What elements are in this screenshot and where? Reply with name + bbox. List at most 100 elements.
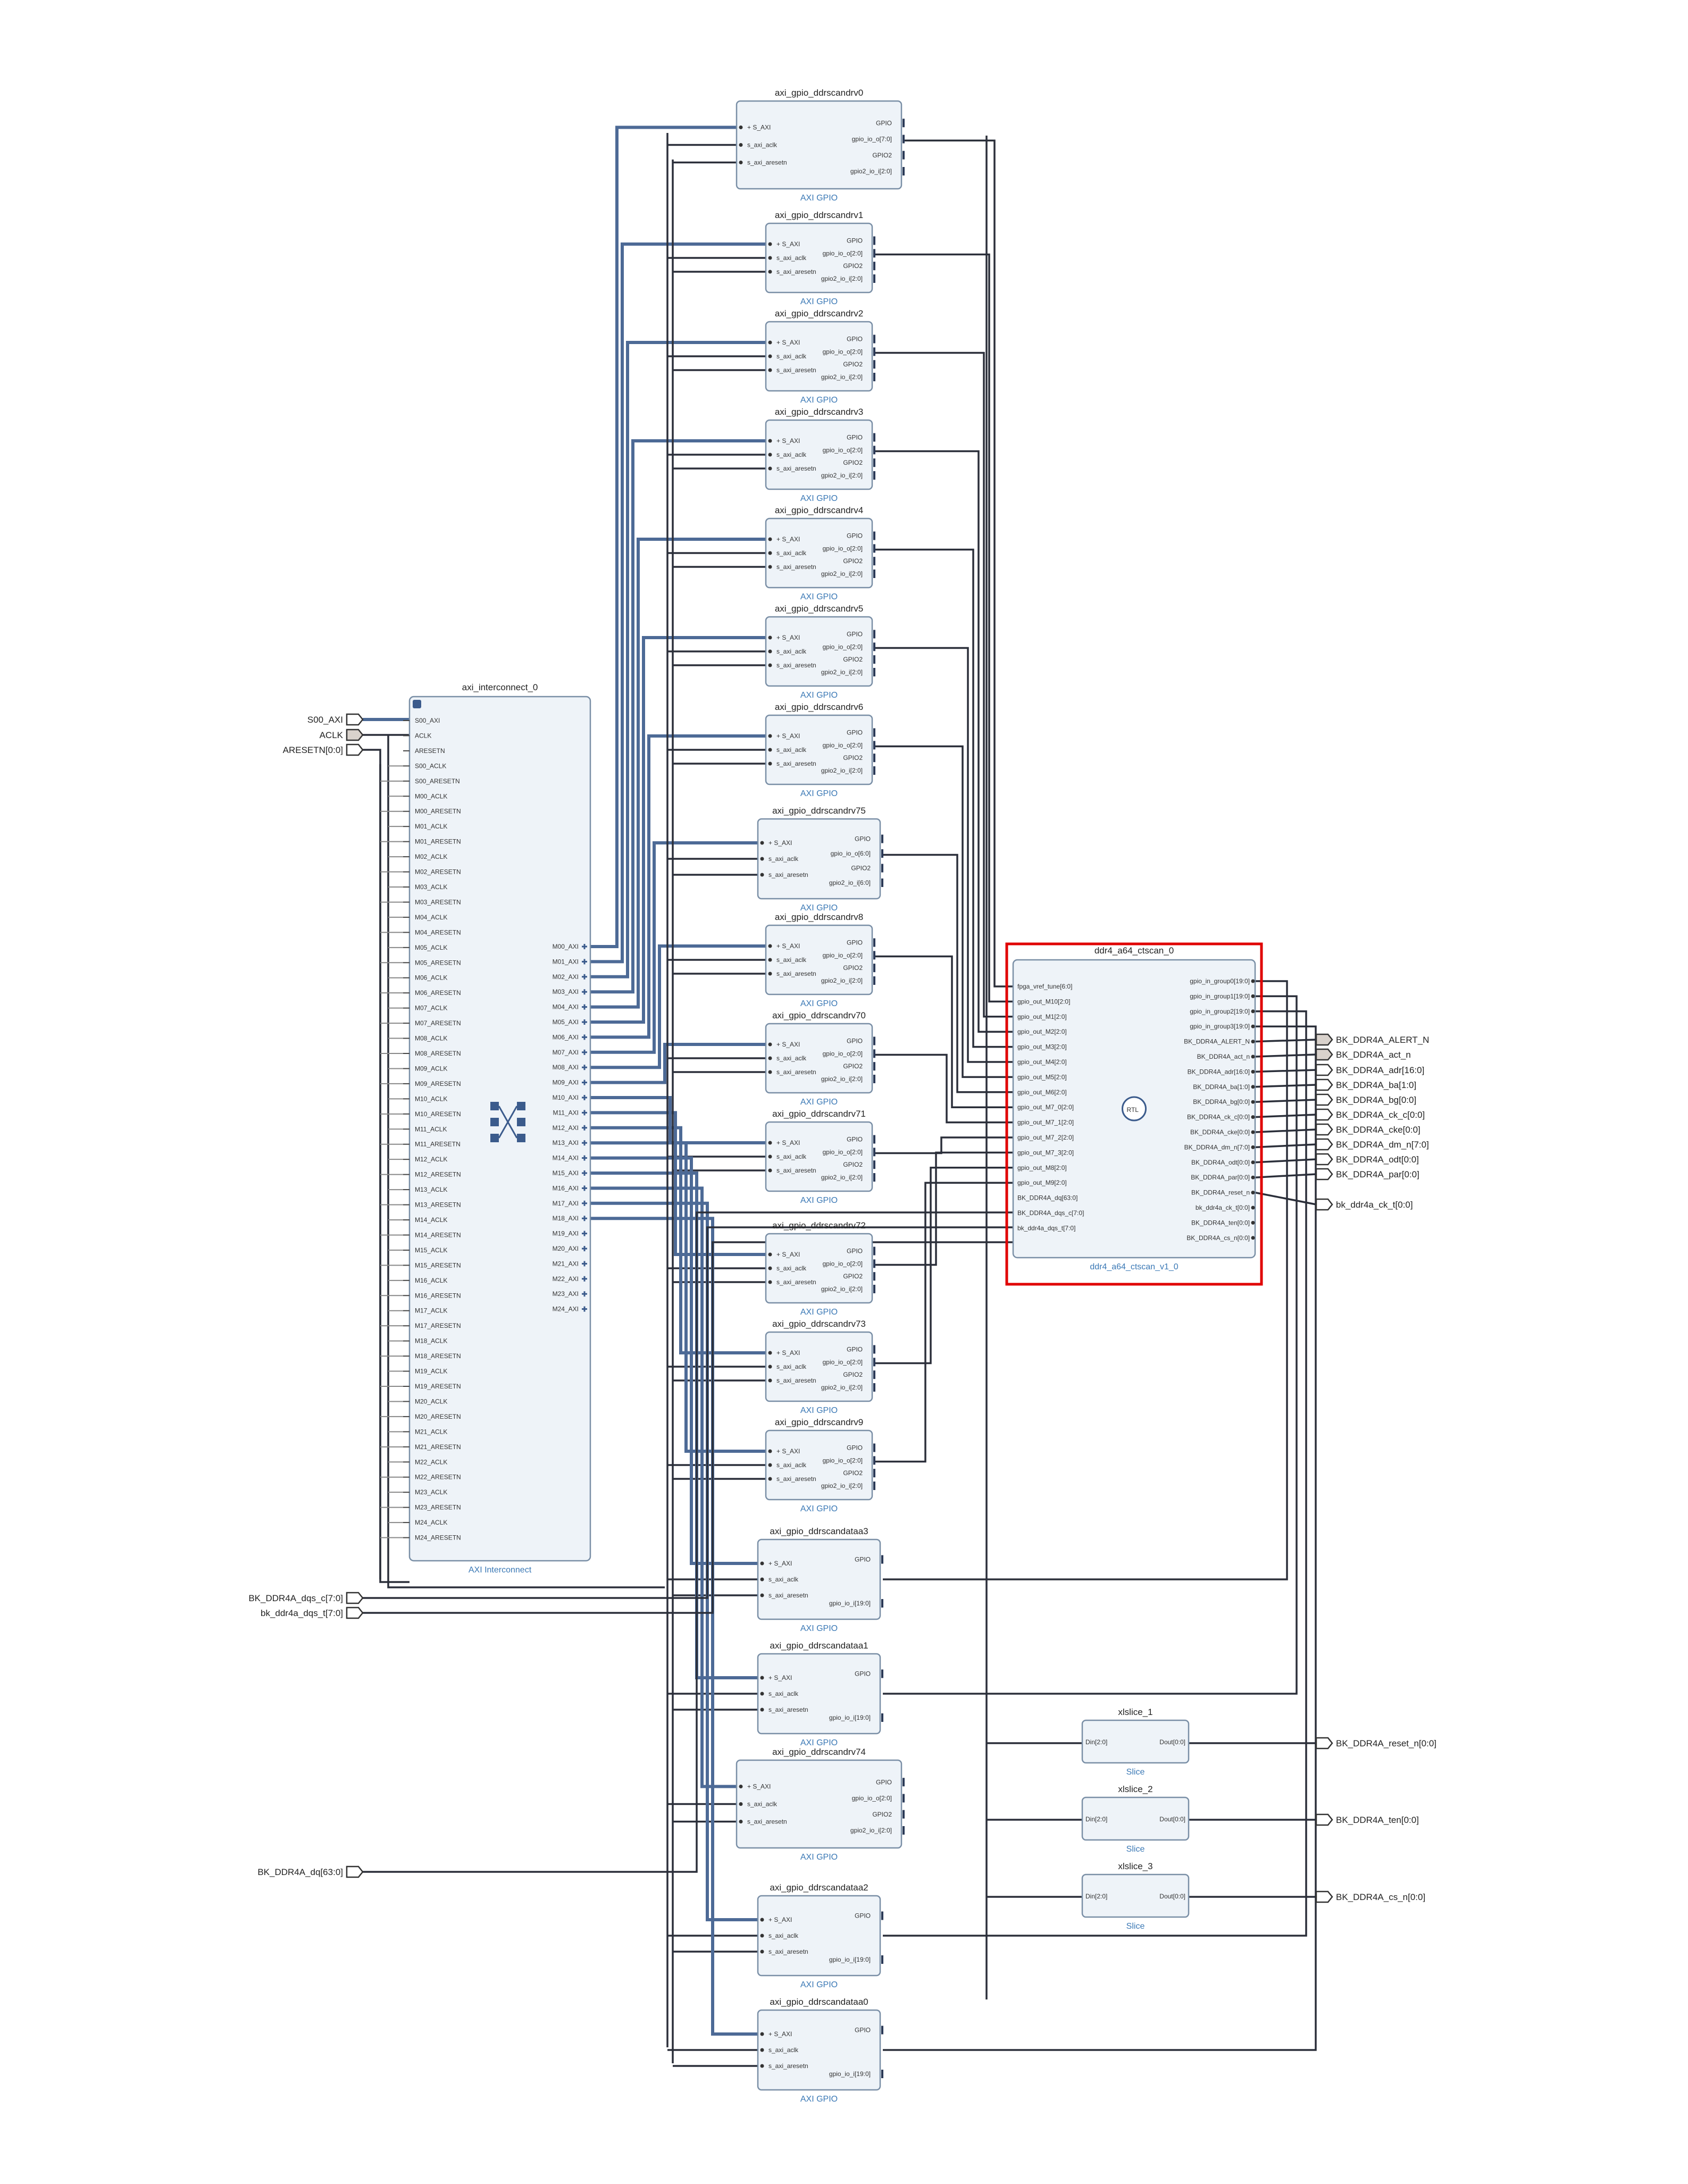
gpio-body[interactable] <box>765 1233 873 1304</box>
port-arrow-icon[interactable] <box>346 713 364 726</box>
pin-dot <box>760 1949 764 1954</box>
port-arrow-icon[interactable] <box>1315 1813 1333 1826</box>
external-input-port[interactable]: ARESETN[0:0] <box>283 743 364 756</box>
external-input-port[interactable]: bk_ddr4a_dqs_t[7:0] <box>261 1606 364 1619</box>
collapse-icon[interactable] <box>413 700 421 708</box>
external-output-port[interactable]: BK_DDR4A_act_n <box>1315 1048 1411 1061</box>
gpio-pin-s_axi_aclk: s_axi_aclk <box>747 141 778 149</box>
port-arrow-icon[interactable] <box>1315 1033 1333 1046</box>
port-arrow-icon[interactable] <box>1315 1168 1333 1181</box>
slice-body[interactable] <box>1081 1719 1190 1764</box>
gpio-body[interactable] <box>765 924 873 995</box>
gpio-body[interactable] <box>765 1121 873 1192</box>
port-arrow-icon[interactable] <box>346 1865 364 1878</box>
gpio-body[interactable] <box>765 419 873 490</box>
port-arrow-icon[interactable] <box>346 1592 364 1604</box>
gpio-body[interactable] <box>765 321 873 392</box>
external-output-port[interactable]: BK_DDR4A_par[0:0] <box>1315 1168 1419 1181</box>
gpio-port-gpio: GPIO <box>847 1248 863 1255</box>
external-output-port[interactable]: BK_DDR4A_cs_n[0:0] <box>1315 1890 1425 1903</box>
gpio-body[interactable] <box>757 1538 881 1620</box>
gpio-body[interactable] <box>757 1895 881 1977</box>
port-arrow-icon[interactable] <box>1315 1153 1333 1166</box>
gpio-body[interactable] <box>765 616 873 687</box>
slice-body[interactable] <box>1081 1873 1190 1918</box>
port-arrow-icon[interactable] <box>1315 1064 1333 1076</box>
port-arrow-icon[interactable] <box>1315 1093 1333 1106</box>
pin-dot <box>1251 1191 1255 1195</box>
gpio-body[interactable] <box>736 1759 903 1849</box>
gpio-body[interactable] <box>757 1653 881 1735</box>
port-arrow-icon[interactable] <box>1315 1138 1333 1151</box>
wire <box>590 841 758 1054</box>
external-input-port[interactable]: ACLK <box>320 729 364 741</box>
external-input-port[interactable]: BK_DDR4A_dq[63:0] <box>257 1865 364 1878</box>
external-output-port[interactable]: BK_DDR4A_ck_c[0:0] <box>1315 1108 1425 1121</box>
external-output-port[interactable]: BK_DDR4A_adr[16:0] <box>1315 1064 1424 1076</box>
bus-port-icon <box>903 167 905 175</box>
port-arrow-icon[interactable] <box>346 743 364 756</box>
port-arrow-icon[interactable] <box>1315 1078 1333 1091</box>
gpio-pin-s_axi_aclk: s_axi_aclk <box>776 1265 807 1272</box>
gpio-body[interactable] <box>765 517 873 589</box>
external-output-port[interactable]: BK_DDR4A_odt[0:0] <box>1315 1153 1419 1166</box>
external-output-port[interactable]: BK_DDR4A_dm_n[7:0] <box>1315 1138 1429 1151</box>
gpio-body[interactable] <box>765 1429 873 1501</box>
external-input-port[interactable]: BK_DDR4A_dqs_c[7:0] <box>248 1592 364 1604</box>
external-output-port[interactable]: BK_DDR4A_ba[1:0] <box>1315 1078 1416 1091</box>
interconnect-title: axi_interconnect_0 <box>462 682 538 692</box>
gpio-body[interactable] <box>757 818 881 900</box>
pin-dot <box>768 1463 772 1467</box>
port-arrow-icon[interactable] <box>346 729 364 741</box>
port-label-s00_axi: S00_AXI <box>307 715 343 725</box>
port-arrow-icon[interactable] <box>346 1606 364 1619</box>
external-input-port[interactable]: S00_AXI <box>307 713 364 726</box>
gpio-body[interactable] <box>765 714 873 785</box>
port-arrow-icon[interactable] <box>1315 1048 1333 1061</box>
gpio-body[interactable] <box>765 1023 873 1094</box>
external-output-port[interactable]: bk_ddr4a_ck_t[0:0] <box>1315 1198 1413 1211</box>
wire <box>590 538 766 1009</box>
port-arrow-icon[interactable] <box>1315 1198 1333 1211</box>
external-output-port[interactable]: BK_DDR4A_bg[0:0] <box>1315 1093 1416 1106</box>
gpio-body[interactable] <box>757 2009 881 2091</box>
external-output-port[interactable]: BK_DDR4A_reset_n[0:0] <box>1315 1737 1436 1750</box>
ddr4-ctscan-block[interactable]: ddr4_a64_ctscan_0ddr4_a64_ctscan_v1_0RTL… <box>1005 942 1263 1286</box>
gpio-body[interactable] <box>765 222 873 294</box>
port-arrow-icon[interactable] <box>1315 1108 1333 1121</box>
port-arrow-icon[interactable] <box>1315 1737 1333 1750</box>
port-arrow-icon[interactable] <box>1315 1890 1333 1903</box>
port-arrow-icon[interactable] <box>1315 1123 1333 1136</box>
external-output-port[interactable]: BK_DDR4A_ten[0:0] <box>1315 1813 1419 1826</box>
external-output-port[interactable]: BK_DDR4A_cke[0:0] <box>1315 1123 1420 1136</box>
slice-body[interactable] <box>1081 1796 1190 1841</box>
gpio-body[interactable] <box>736 100 903 190</box>
interconnect-port-m14_axi: M14_AXI <box>553 1154 579 1162</box>
external-output-port[interactable]: BK_DDR4A_ALERT_N <box>1315 1033 1429 1046</box>
gpio-body[interactable] <box>765 1331 873 1402</box>
